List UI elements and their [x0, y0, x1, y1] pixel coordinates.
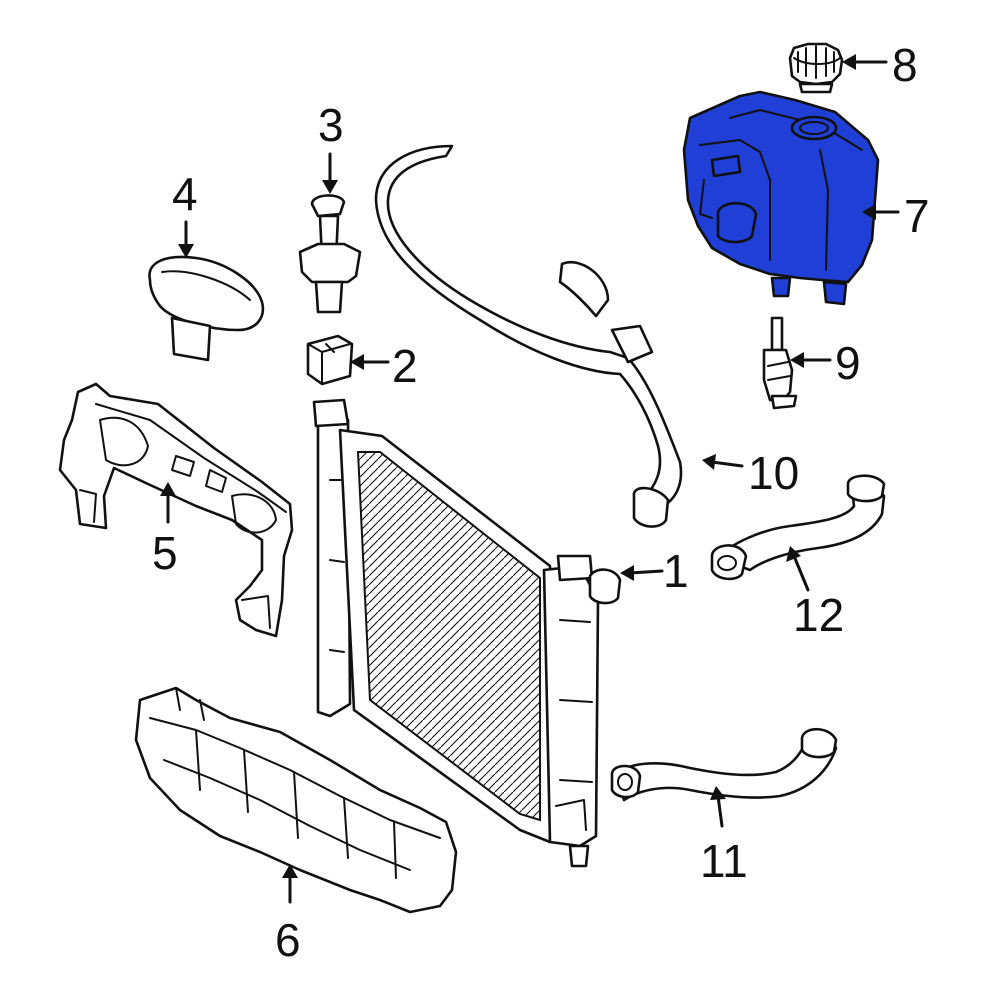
radiator-right-tank [542, 564, 600, 848]
callout-12: 12 [793, 589, 845, 641]
hose-11-part[interactable] [610, 727, 838, 802]
reservoir-body [682, 90, 880, 284]
air-guide-part[interactable] [134, 686, 458, 914]
leader-lines [160, 54, 900, 904]
clip-part[interactable] [306, 334, 354, 386]
reservoir-cap-part[interactable] [788, 42, 844, 94]
callout-4: 4 [172, 168, 198, 220]
callout-9: 9 [835, 337, 861, 389]
radiator-part[interactable] [312, 398, 622, 868]
callout-7: 7 [904, 190, 930, 242]
callout-10: 10 [748, 447, 800, 499]
reservoir-filler-neck [790, 115, 838, 141]
callout-5: 5 [152, 527, 178, 579]
coolant-reservoir-part[interactable] [682, 90, 880, 306]
callout-2: 2 [392, 340, 418, 392]
upper-hose-part[interactable] [374, 144, 683, 528]
cover-pad-part[interactable] [148, 255, 265, 362]
callout-8: 8 [892, 39, 918, 91]
callout-11: 11 [700, 835, 748, 887]
upper-bracket-part[interactable] [58, 382, 294, 638]
callout-3: 3 [318, 99, 344, 151]
callout-6: 6 [275, 914, 301, 966]
level-sensor-part[interactable] [762, 316, 798, 410]
callout-1: 1 [663, 545, 689, 597]
retaining-pin-part[interactable] [298, 194, 362, 314]
